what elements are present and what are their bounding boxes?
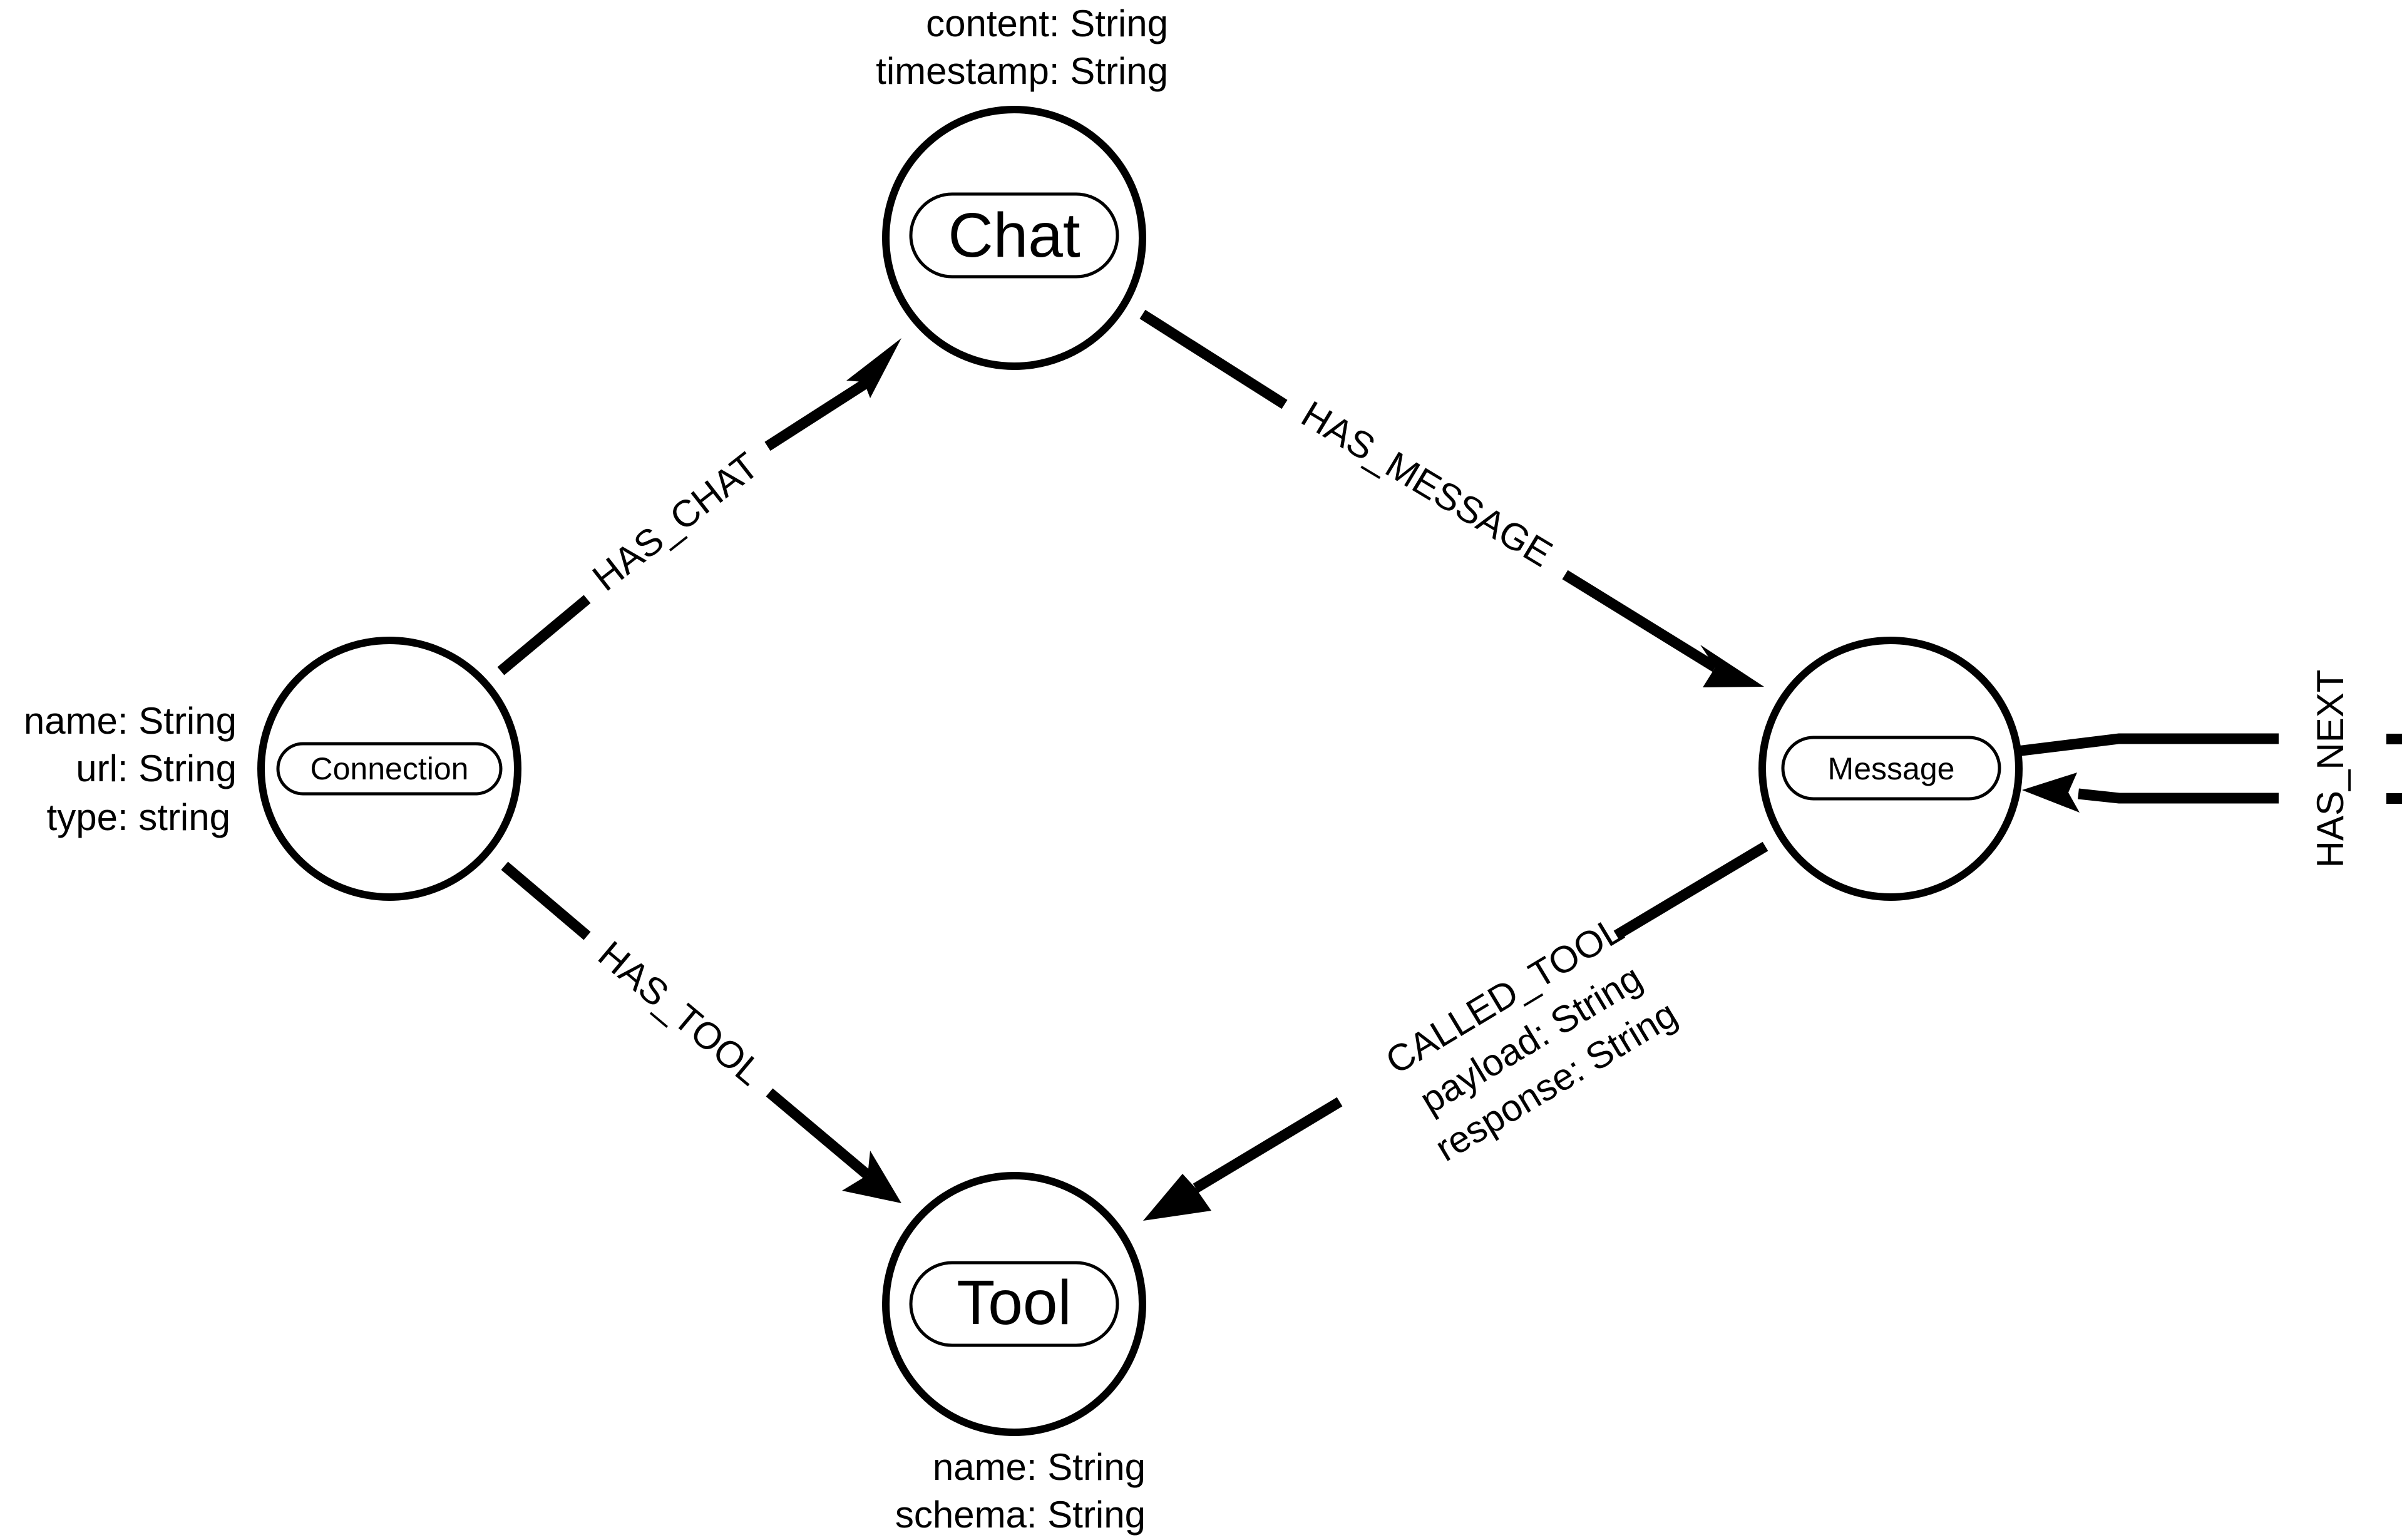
node-chat-label: Chat [948, 200, 1080, 270]
edge-has-message-arrowhead [1700, 645, 1764, 687]
node-connection-property-url: url: String [76, 747, 237, 789]
edge-has-message[interactable]: HAS_MESSAGE [1139, 309, 1764, 687]
node-chat[interactable]: Chat content: String timestamp: String [876, 3, 1168, 370]
edge-has-tool-line-start [501, 861, 591, 940]
node-chat-label-pill [909, 192, 1119, 279]
node-tool-label-pill [909, 1261, 1119, 1347]
edge-has-message-line-start [1139, 309, 1288, 409]
edge-has-chat[interactable]: HAS_CHAT [497, 338, 901, 675]
node-chat-property-timestamp: timestamp: String [876, 50, 1168, 92]
edge-has-message-line-end [1562, 570, 1718, 672]
edge-has-next-outgoing-line [2016, 733, 2279, 757]
node-connection-label: Connection [311, 751, 469, 786]
edge-has-next-outgoing-line-cropped [2386, 734, 2402, 744]
edge-has-next[interactable]: HAS_NEXT [2016, 670, 2402, 868]
edge-has-next-arrowhead [2022, 773, 2080, 813]
node-tool-label: Tool [957, 1268, 1071, 1338]
edge-has-tool[interactable]: HAS_TOOL [501, 861, 901, 1203]
node-connection-property-type: type: string [47, 796, 230, 838]
edge-has-tool-line-end [766, 1088, 871, 1179]
edge-called-tool-line-end [1193, 1097, 1343, 1193]
node-connection-property-name: name: String [24, 700, 237, 742]
edge-called-tool-arrowhead [1143, 1174, 1211, 1221]
node-message-label: Message [1828, 751, 1955, 786]
edge-has-tool-label: HAS_TOOL [590, 933, 770, 1093]
edge-has-chat-line-start [497, 595, 591, 675]
edge-has-next-label: HAS_NEXT [2309, 670, 2351, 868]
edge-called-tool[interactable]: CALLED_TOOL payload: String response: St… [1143, 841, 1768, 1221]
edge-called-tool-line-start [1613, 841, 1768, 940]
edge-has-tool-arrowhead [842, 1151, 901, 1203]
node-message-label-pill [1781, 736, 2001, 801]
edge-has-next-incoming-line-cropped [2386, 793, 2402, 804]
node-connection[interactable]: Connection name: String url: String type… [24, 637, 521, 901]
node-tool-property-name: name: String [933, 1446, 1146, 1488]
node-tool[interactable]: Tool name: String schema: String [882, 1172, 1146, 1536]
edge-has-chat-line-end [764, 377, 870, 451]
edge-has-next-incoming-line [2078, 788, 2279, 804]
node-message[interactable]: Message [1758, 637, 2023, 901]
node-tool-property-schema: schema: String [895, 1494, 1146, 1536]
node-chat-property-content: content: String [926, 3, 1168, 44]
edge-has-chat-arrowhead [846, 338, 901, 398]
node-connection-label-pill [276, 742, 503, 796]
edge-has-chat-label: HAS_CHAT [585, 444, 766, 599]
edge-has-message-label: HAS_MESSAGE [1295, 393, 1559, 575]
